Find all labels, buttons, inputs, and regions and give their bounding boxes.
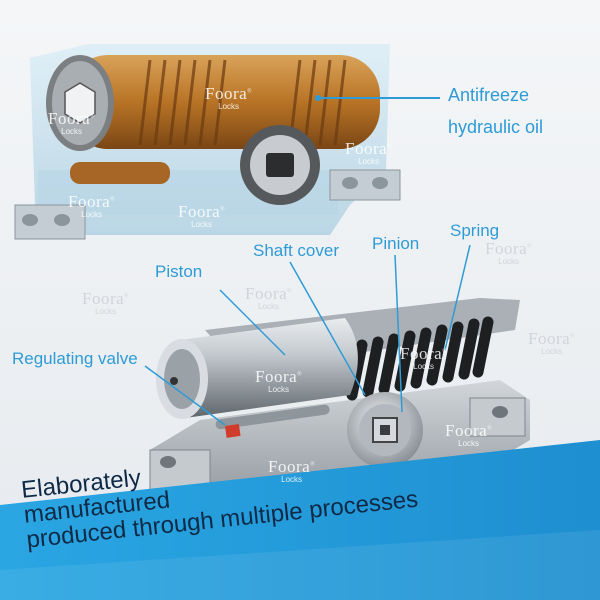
label-antifreeze-line2: hydraulic oil	[448, 117, 544, 137]
label-shaft-cover: Shaft cover	[253, 241, 339, 260]
label-antifreeze-line1: Antifreeze	[448, 85, 530, 105]
metal-closer	[149, 298, 530, 510]
transparent-closer	[14, 44, 401, 240]
pointer-lines	[144, 244, 471, 426]
label-piston: Piston	[155, 262, 203, 281]
label-spring: Spring	[450, 221, 500, 240]
banner-band	[0, 440, 600, 600]
label-regulating-valve: Regulating valve	[12, 349, 138, 368]
label-pinion: Pinion	[372, 234, 420, 253]
